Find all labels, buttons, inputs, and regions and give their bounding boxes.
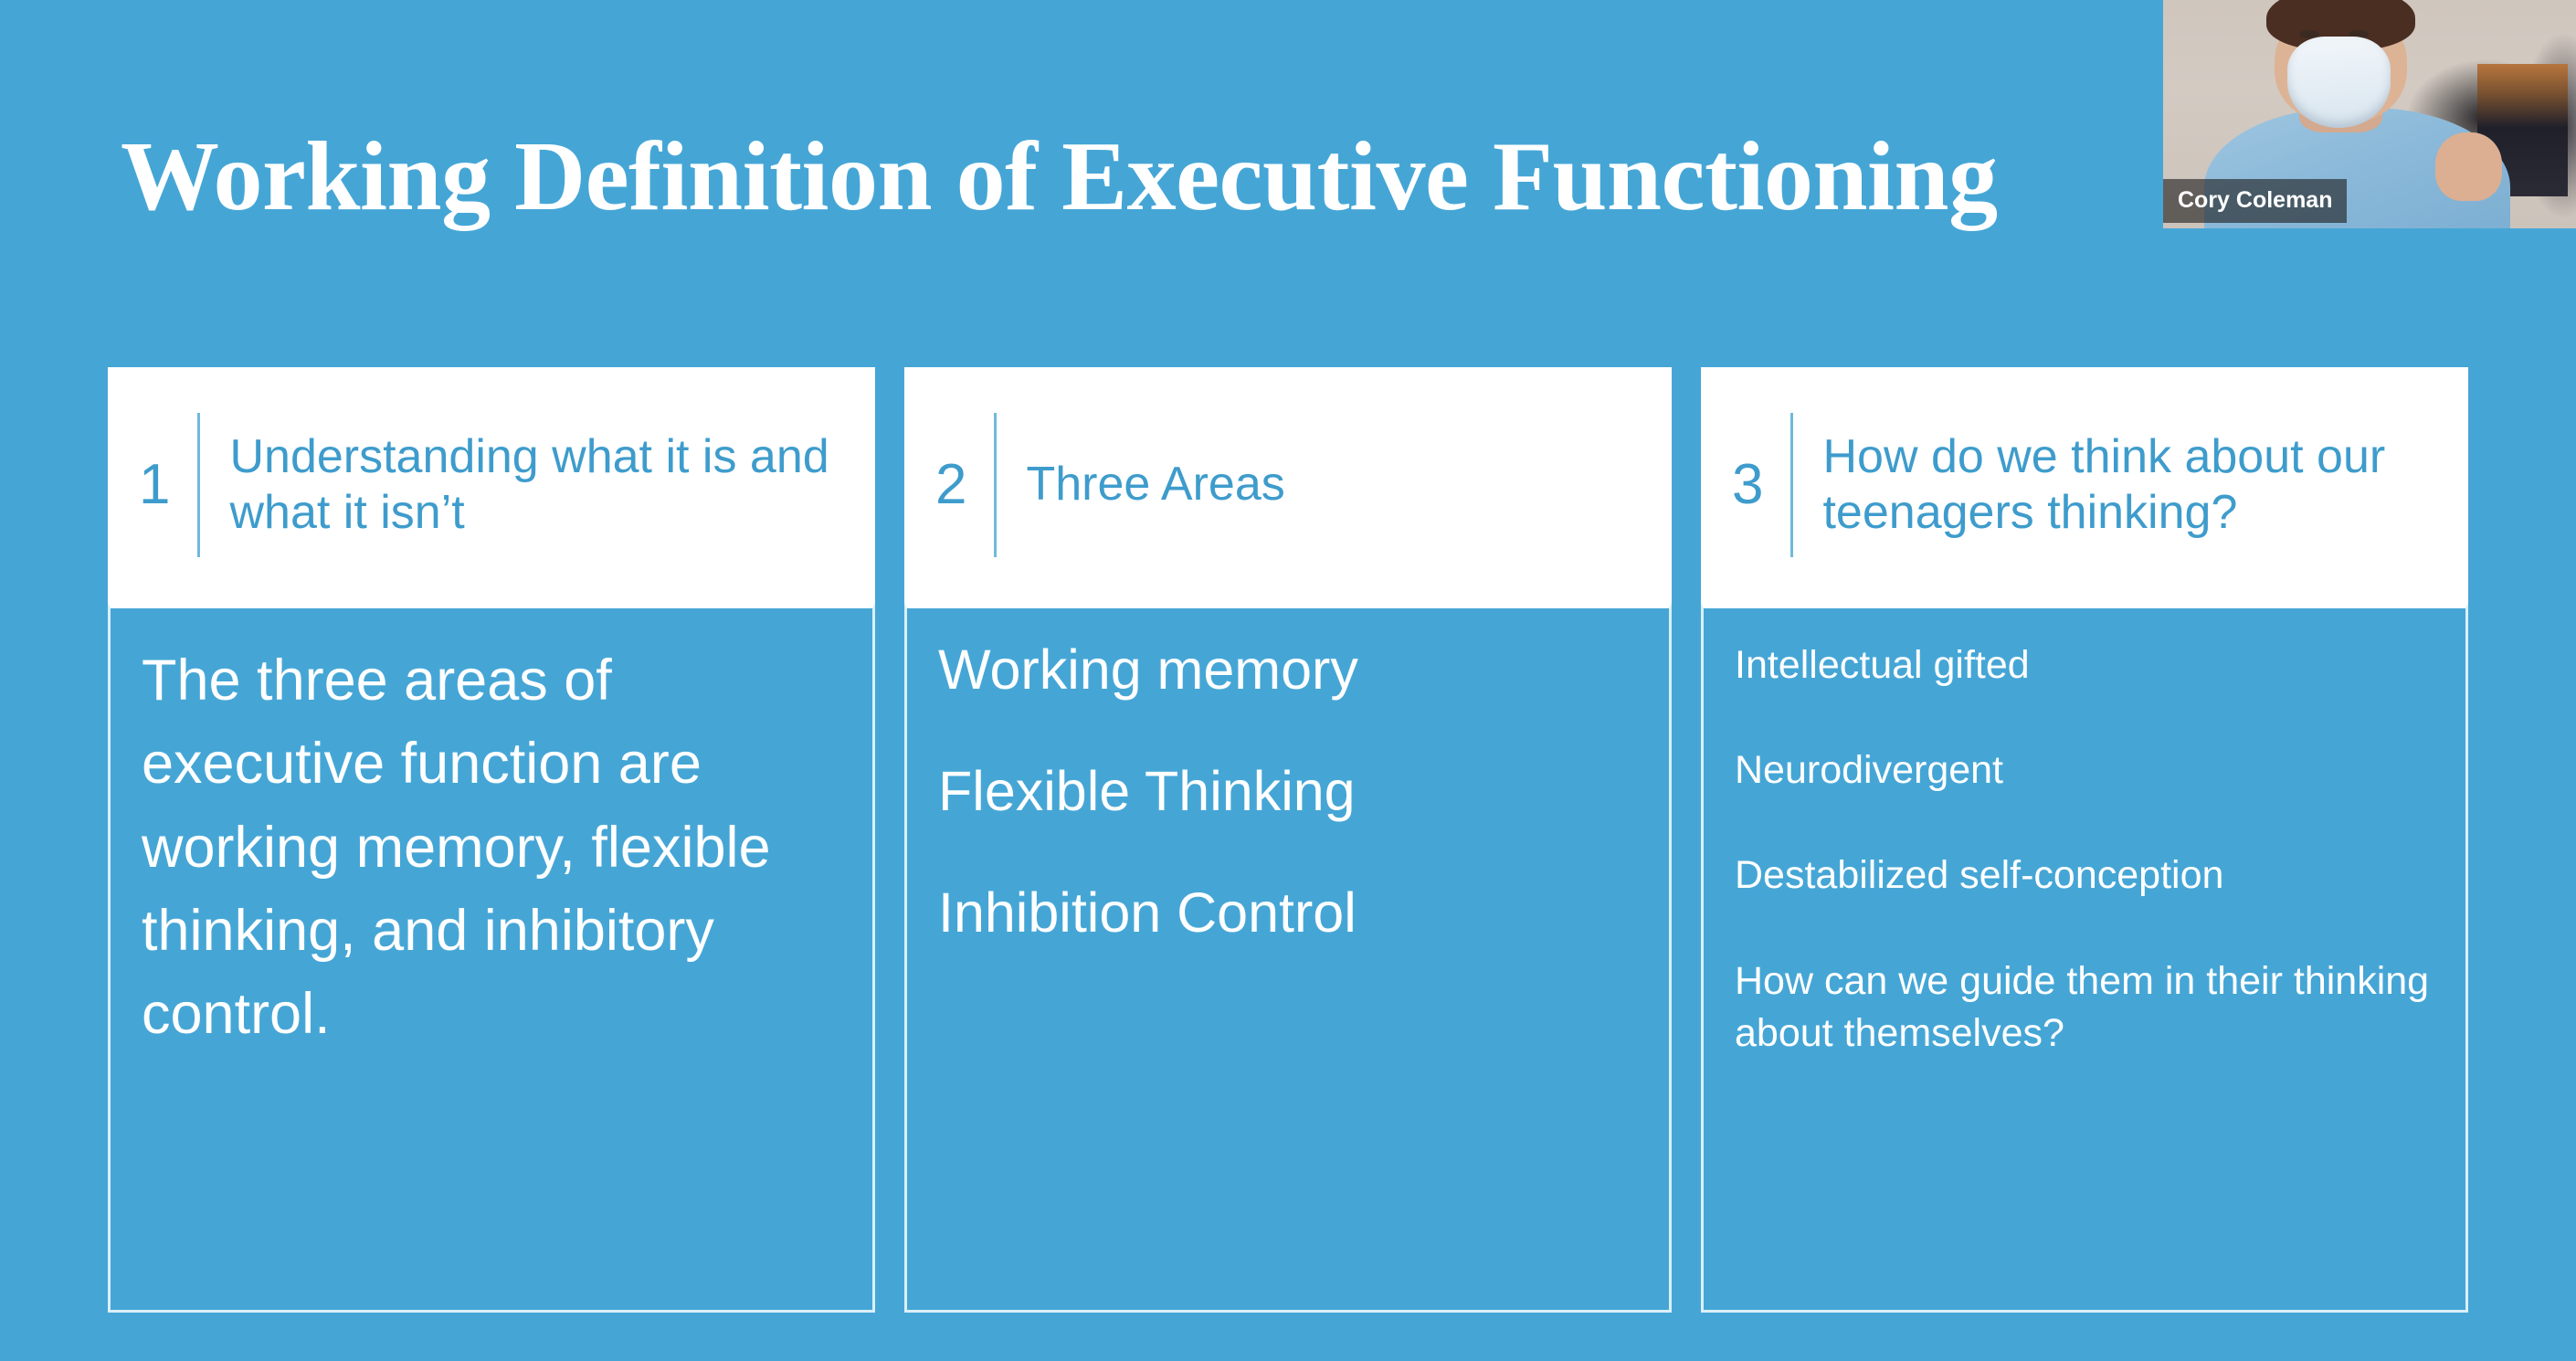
list-item: Neurodivergent (1735, 748, 2004, 793)
face-mask (2286, 37, 2391, 128)
card-1[interactable]: 1 Understanding what it is and what it i… (108, 367, 875, 1313)
list-item: Flexible Thinking (938, 760, 1356, 823)
list-item: Working memory (938, 638, 1358, 701)
participant-name-label: Cory Coleman (2163, 179, 2348, 223)
card-3[interactable]: 3 How do we think about our teenagers th… (1701, 367, 2468, 1313)
card-3-body: Intellectual gifted Neurodivergent Desta… (1701, 603, 2468, 1313)
participant-eye-right (2349, 29, 2370, 38)
card-1-paragraph: The three areas of executive function ar… (142, 649, 771, 1047)
page-title: Working Definition of Executive Function… (121, 122, 1998, 231)
card-3-divider-rule (1790, 413, 1794, 557)
card-1-number: 1 (139, 453, 171, 516)
card-2-divider-rule (994, 413, 998, 557)
card-2-body: Working memory Flexible Thinking Inhibit… (904, 603, 1672, 1313)
list-item: Intellectual gifted (1735, 643, 2030, 687)
card-3-heading: How do we think about our teenagers thin… (1822, 429, 2386, 539)
card-2-number: 2 (935, 453, 967, 516)
card-1-heading: Understanding what it is and what it isn… (229, 429, 829, 539)
three-column-card-row: 1 Understanding what it is and what it i… (108, 367, 2468, 1313)
card-3-number: 3 (1732, 453, 1764, 516)
list-item: Destabilized self-conception (1735, 853, 2224, 898)
participant-eye-left (2299, 29, 2320, 38)
card-2-heading: Three Areas (1026, 458, 1285, 512)
list-item: How can we guide them in their thinking … (1735, 958, 2430, 1055)
card-1-body: The three areas of executive function ar… (108, 603, 875, 1313)
participant-video-tile[interactable]: Cory Coleman (2163, 0, 2576, 228)
card-2-header: 2 Three Areas (904, 367, 1672, 603)
card-3-header: 3 How do we think about our teenagers th… (1701, 367, 2468, 603)
card-1-header: 1 Understanding what it is and what it i… (108, 367, 875, 603)
list-item: Inhibition Control (938, 881, 1357, 944)
card-1-divider-rule (197, 413, 201, 557)
participant-hand (2435, 132, 2502, 201)
card-2[interactable]: 2 Three Areas Working memory Flexible Th… (904, 367, 1672, 1313)
